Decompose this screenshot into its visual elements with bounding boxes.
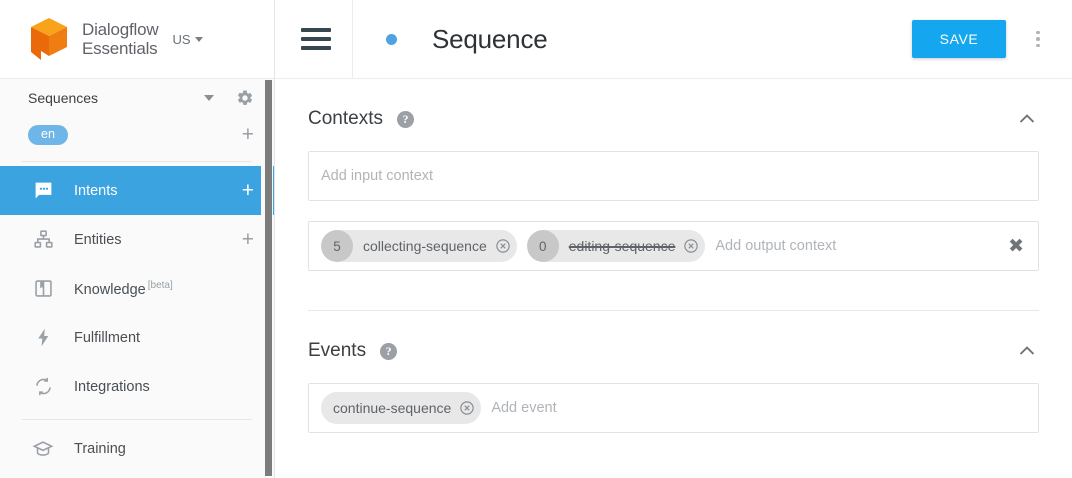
sidebar-item-knowledge[interactable]: Knowledge[beta]	[0, 264, 274, 313]
chevron-up-icon[interactable]	[1015, 339, 1039, 363]
contexts-section-header: Contexts ?	[308, 79, 1039, 131]
section-divider	[308, 310, 1039, 311]
events-section-header: Events ?	[308, 311, 1039, 363]
output-context-chip[interactable]: 0 editing-sequence	[526, 230, 706, 262]
output-context-placeholder: Add output context	[715, 238, 837, 254]
input-context-field[interactable]: Add input context	[308, 151, 1039, 201]
remove-circle-icon[interactable]	[683, 238, 699, 254]
sidebar-item-fulfillment[interactable]: Fulfillment	[0, 313, 274, 362]
event-chip[interactable]: continue-sequence	[321, 392, 482, 424]
knowledge-text: Knowledge	[74, 281, 146, 298]
chat-bubble-icon	[32, 180, 54, 202]
agent-name: Sequences	[28, 90, 99, 106]
sidebar-item-label: Integrations	[74, 378, 150, 395]
output-context-chip[interactable]: 5 collecting-sequence	[321, 230, 517, 262]
help-circle-icon[interactable]: ?	[396, 110, 414, 128]
main-panel: Sequence SAVE Contexts ? Add input conte…	[275, 0, 1072, 478]
sidebar-item-intents[interactable]: Intents +	[0, 166, 274, 215]
sidebar-item-integrations[interactable]: Integrations	[0, 362, 274, 411]
region-label: US	[172, 31, 191, 47]
chip-lifespan-count: 0	[526, 230, 559, 262]
org-chart-icon	[32, 229, 54, 251]
lightning-bolt-icon	[32, 327, 54, 349]
language-row: en +	[0, 117, 274, 153]
events-field[interactable]: continue-sequence Add event	[308, 383, 1039, 433]
chevron-up-icon[interactable]	[1015, 107, 1039, 131]
remove-circle-icon[interactable]	[495, 238, 511, 254]
beta-badge: [beta]	[147, 279, 173, 291]
caret-down-icon	[194, 36, 203, 42]
chip-lifespan-count: 5	[321, 230, 353, 262]
save-button[interactable]: SAVE	[912, 20, 1006, 58]
agent-selector[interactable]: Sequences	[0, 79, 274, 117]
output-context-field[interactable]: 5 collecting-sequence 0 editing-sequence…	[308, 221, 1039, 271]
contexts-title: Contexts	[308, 108, 383, 129]
divider	[352, 0, 353, 79]
help-circle-icon[interactable]: ?	[380, 342, 398, 360]
chip-label: editing-sequence	[568, 238, 676, 254]
add-intent-button[interactable]: +	[241, 178, 254, 202]
sync-arrows-icon	[32, 376, 54, 398]
brand-header: Dialogflow Essentials US	[0, 0, 274, 79]
gear-icon[interactable]	[236, 89, 254, 107]
content-area: Contexts ? Add input context 5 collectin…	[275, 79, 1072, 433]
graduation-cap-icon	[32, 438, 54, 460]
brand-name: Dialogflow Essentials	[82, 20, 159, 58]
input-context-placeholder: Add input context	[321, 168, 434, 184]
hamburger-menu-icon[interactable]	[301, 28, 331, 50]
sidebar-item-label: Intents	[74, 182, 118, 199]
add-language-button[interactable]: +	[241, 123, 254, 146]
sidebar-item-label: Knowledge[beta]	[74, 280, 254, 298]
region-selector[interactable]: US	[172, 31, 203, 47]
blue-status-dot	[386, 33, 397, 45]
close-x-icon[interactable]: ✖	[1008, 234, 1024, 257]
brand-name-line2: Essentials	[82, 39, 158, 58]
sidebar-scrollbar-thumb[interactable]	[265, 80, 272, 476]
sidebar: Dialogflow Essentials US Sequences en +	[0, 0, 275, 478]
sidebar-item-label: Fulfillment	[74, 329, 141, 346]
page-title-wrap: Sequence	[353, 24, 912, 55]
kebab-menu-icon[interactable]	[1018, 19, 1058, 59]
divider	[22, 161, 252, 162]
chip-label: collecting-sequence	[363, 238, 487, 254]
divider	[22, 419, 252, 420]
sidebar-item-training[interactable]: Training	[0, 424, 274, 473]
sidebar-item-label: Entities	[74, 231, 122, 248]
remove-circle-icon[interactable]	[459, 400, 475, 416]
book-icon	[32, 278, 54, 300]
language-chip-en[interactable]: en	[28, 125, 68, 145]
top-bar: Sequence SAVE	[275, 0, 1072, 79]
dialogflow-cube-logo	[31, 18, 67, 60]
page-title: Sequence	[432, 23, 548, 54]
brand-name-line1: Dialogflow	[82, 20, 159, 39]
events-placeholder: Add event	[491, 400, 557, 416]
sidebar-item-entities[interactable]: Entities +	[0, 215, 274, 264]
sidebar-item-label: Training	[74, 440, 126, 457]
chip-label: continue-sequence	[333, 400, 452, 416]
caret-down-icon	[204, 95, 214, 101]
events-title: Events	[308, 340, 367, 361]
add-entity-button[interactable]: +	[241, 227, 254, 251]
